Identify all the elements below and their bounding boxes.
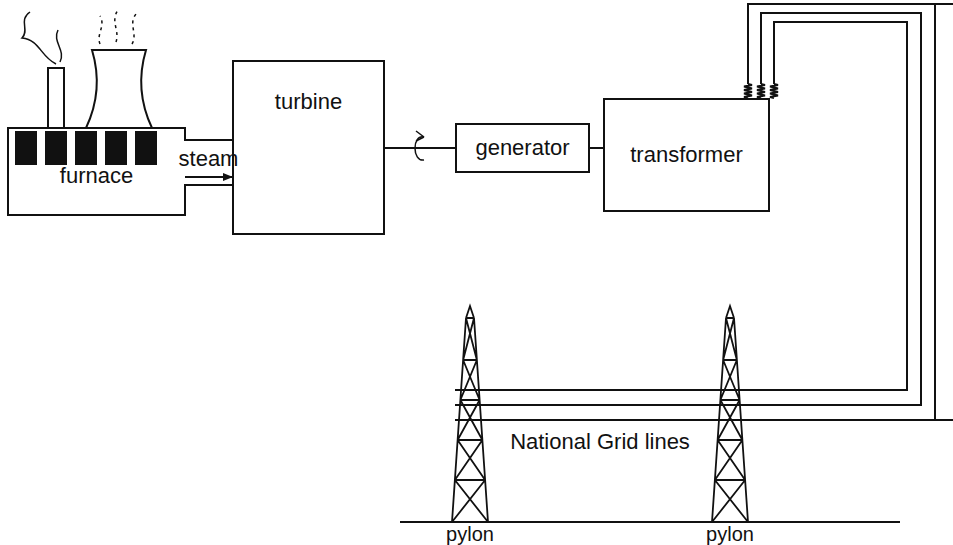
connector-line — [385, 147, 455, 149]
transformer-box: transformer — [603, 98, 770, 212]
turbine-box: turbine — [232, 60, 385, 235]
pylon-label: pylon — [706, 524, 754, 544]
ground-line — [400, 521, 900, 523]
pylon-towers — [452, 306, 748, 522]
node-text: transformer — [630, 143, 742, 167]
cooling-tower — [86, 50, 152, 128]
pylon-label: pylon — [446, 524, 494, 544]
rotation-arrowhead — [416, 131, 424, 141]
node-text: generator — [475, 136, 569, 160]
transformer-coils — [744, 84, 778, 98]
chimney-smoke — [22, 12, 62, 64]
furnace-building: furnace — [8, 128, 185, 215]
fuel-blocks — [15, 131, 157, 165]
chimney — [48, 68, 64, 128]
tower-steam — [99, 10, 136, 44]
connector-line — [590, 147, 603, 149]
edge-label: steam — [179, 147, 239, 171]
node-text: furnace — [60, 164, 133, 188]
furnace-building — [8, 128, 232, 215]
node-text: turbine — [275, 90, 342, 114]
grid-wires — [455, 4, 953, 420]
generator-box: generator — [455, 123, 590, 173]
steam-arrow — [185, 176, 232, 178]
grid-lines-label: National Grid lines — [510, 430, 690, 454]
